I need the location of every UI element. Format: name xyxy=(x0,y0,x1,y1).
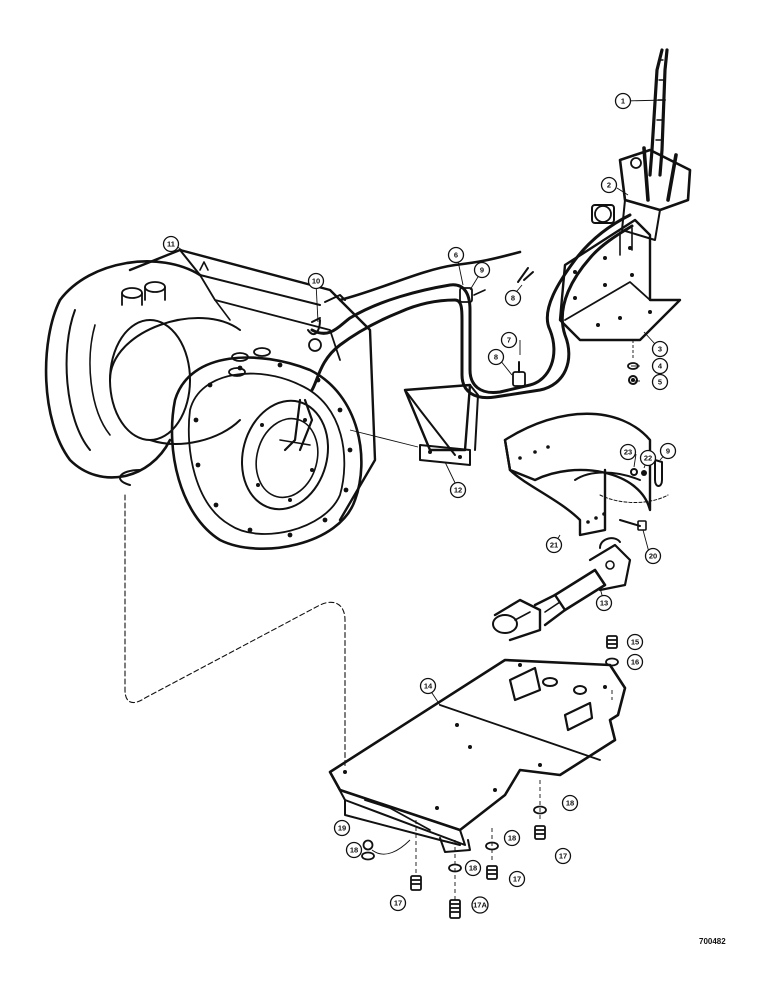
svg-text:21: 21 xyxy=(550,541,558,550)
svg-text:17: 17 xyxy=(513,875,521,884)
control-lines xyxy=(310,213,634,400)
svg-text:8: 8 xyxy=(511,294,515,303)
callout-14: 14 xyxy=(419,677,437,695)
drive-shaft-13 xyxy=(492,537,632,642)
callout-12: 12 xyxy=(449,481,467,499)
svg-text:19: 19 xyxy=(338,824,346,833)
svg-text:9: 9 xyxy=(480,266,484,275)
svg-text:3: 3 xyxy=(658,345,662,354)
line-clamps xyxy=(307,267,534,387)
callout-3: 3 xyxy=(651,340,669,358)
svg-text:4: 4 xyxy=(658,362,663,371)
callout-21: 21 xyxy=(545,536,563,554)
svg-text:12: 12 xyxy=(454,486,462,495)
svg-text:7: 7 xyxy=(507,336,511,345)
shield-21 xyxy=(503,412,669,537)
callout-17-left: 17 xyxy=(389,894,407,912)
base-plate-14 xyxy=(328,658,627,853)
callout-7: 7 xyxy=(500,331,518,349)
svg-text:15: 15 xyxy=(631,638,639,647)
callout-18-center: 18 xyxy=(464,859,482,877)
callout-18-right: 18 xyxy=(561,794,579,812)
callout-17a: 17A xyxy=(471,896,489,914)
svg-text:11: 11 xyxy=(167,240,175,249)
svg-text:1: 1 xyxy=(621,97,625,106)
callout-15: 15 xyxy=(626,633,644,651)
svg-text:18: 18 xyxy=(508,834,516,843)
leader-lines xyxy=(172,99,669,706)
drawing-code: 700482 xyxy=(699,937,726,946)
svg-text:17: 17 xyxy=(394,899,402,908)
svg-text:9: 9 xyxy=(666,447,670,456)
winch-assembly xyxy=(44,248,377,550)
callout-8-lower: 8 xyxy=(487,348,505,366)
callout-23: 23 xyxy=(619,443,637,461)
callout-5: 5 xyxy=(651,373,669,391)
callout-17-center: 17 xyxy=(508,870,526,888)
svg-text:18: 18 xyxy=(469,864,477,873)
svg-text:23: 23 xyxy=(624,448,632,457)
svg-text:13: 13 xyxy=(600,599,608,608)
callout-10: 10 xyxy=(307,272,325,290)
control-lever-assembly xyxy=(558,48,692,342)
guard-12 xyxy=(349,383,479,466)
svg-text:6: 6 xyxy=(454,251,458,260)
callout-18-mid: 18 xyxy=(503,829,521,847)
callout-17-right: 17 xyxy=(554,847,572,865)
callout-11: 11 xyxy=(162,235,180,253)
dashed-routing-line xyxy=(124,494,346,769)
callout-1: 1 xyxy=(614,92,632,110)
callout-6: 6 xyxy=(447,246,465,264)
svg-text:18: 18 xyxy=(350,846,358,855)
callout-2: 2 xyxy=(600,176,618,194)
clip-hardware xyxy=(619,459,663,531)
svg-text:5: 5 xyxy=(658,378,662,387)
callout-20: 20 xyxy=(644,547,662,565)
svg-text:17A: 17A xyxy=(473,901,487,910)
callout-9-lower: 9 xyxy=(659,442,677,460)
svg-text:20: 20 xyxy=(649,552,657,561)
callout-4: 4 xyxy=(651,357,669,375)
callout-16: 16 xyxy=(626,653,644,671)
svg-text:8: 8 xyxy=(494,353,498,362)
svg-text:16: 16 xyxy=(631,658,639,667)
svg-text:18: 18 xyxy=(566,799,574,808)
callout-19: 19 xyxy=(333,819,351,837)
svg-text:2: 2 xyxy=(607,181,611,190)
callout-18-left: 18 xyxy=(345,841,363,859)
svg-text:17: 17 xyxy=(559,852,567,861)
callout-13: 13 xyxy=(595,594,613,612)
callouts: 1 2 3 4 5 6 7 8 8 9 9 10 11 12 13 14 15 … xyxy=(162,92,677,914)
callout-8-upper: 8 xyxy=(504,289,522,307)
svg-text:10: 10 xyxy=(312,277,320,286)
svg-text:14: 14 xyxy=(424,682,433,691)
callout-22: 22 xyxy=(639,449,657,467)
svg-text:22: 22 xyxy=(644,454,652,463)
callout-9-upper: 9 xyxy=(473,261,491,279)
